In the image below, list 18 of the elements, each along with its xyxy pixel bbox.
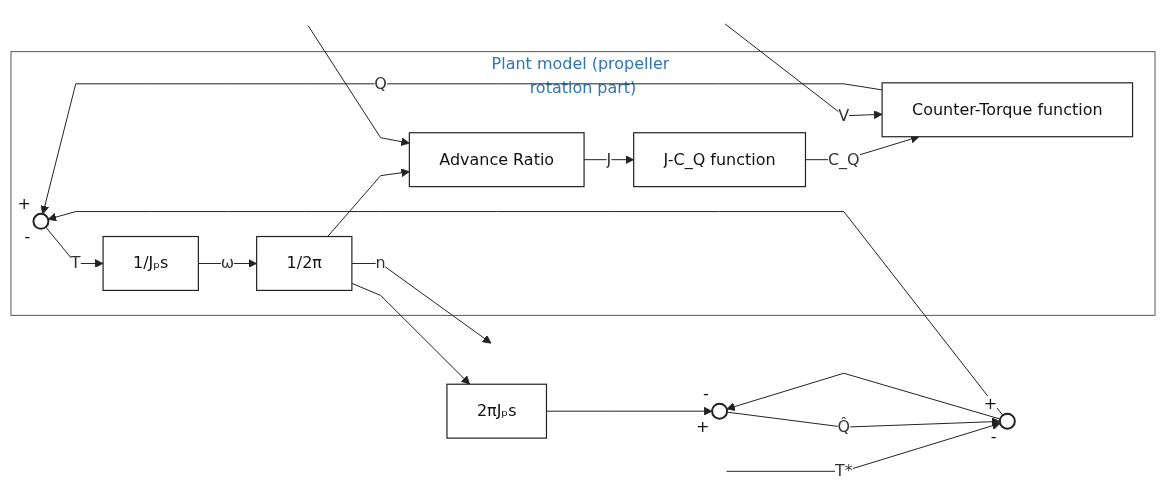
node-box: 1/Jₚs [102,235,199,291]
node-box: Advance Ratio [408,131,585,187]
edge-label: J [606,149,612,169]
edge-label: Q̂ [837,416,851,436]
edge-label: C_Q [827,149,860,169]
node-circle [711,402,729,420]
node-circle [32,212,50,230]
edge-label: T* [834,460,853,480]
edge-label: V [838,105,850,125]
node-box: Counter-Torque function [881,81,1134,137]
node-box: J-C_Q function [633,131,807,187]
node-circle [998,412,1016,430]
edge-label: T [70,252,81,272]
edge-label: Q [374,73,387,93]
edge-label: n [375,252,386,272]
edge-label: ω [220,252,235,272]
node-box: 1/2π [256,235,353,291]
node-box: 2πJₚs [446,383,548,439]
